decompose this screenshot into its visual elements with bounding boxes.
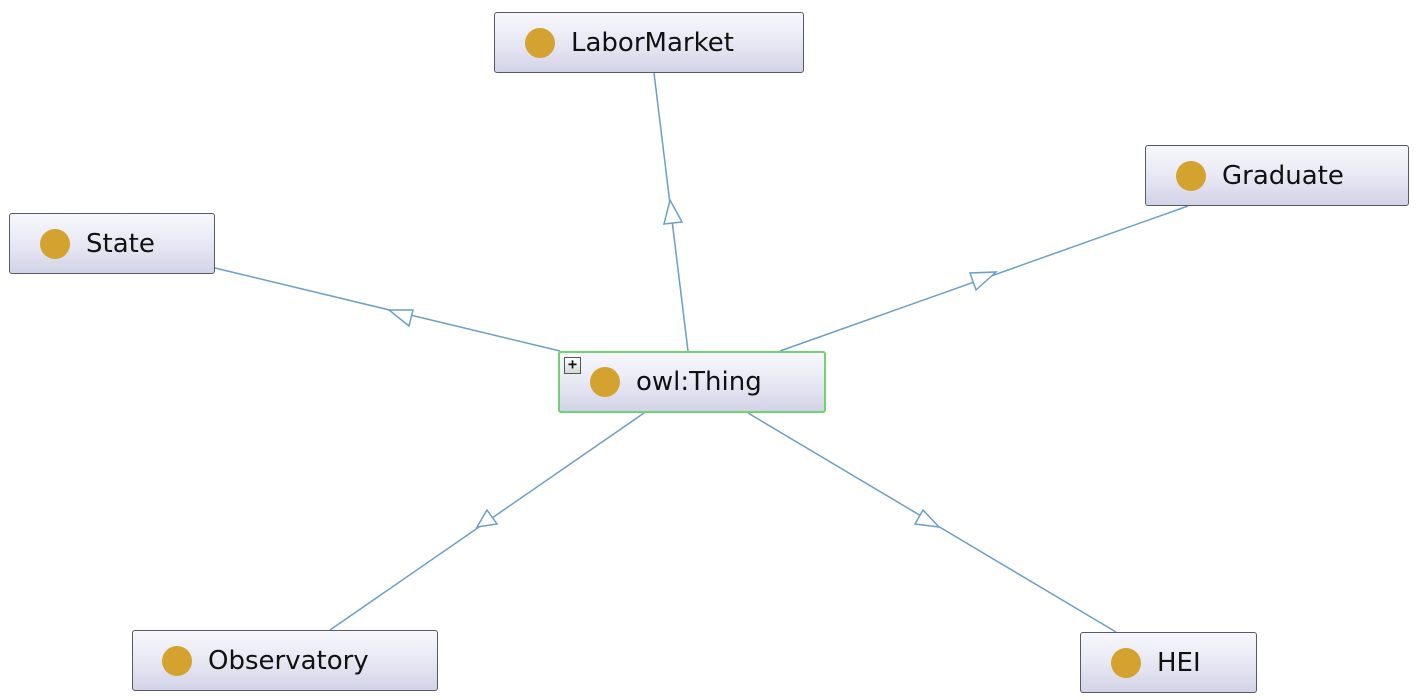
class-node-hei[interactable]: HEI: [1080, 632, 1257, 693]
class-dot-icon: [1176, 160, 1206, 191]
class-label: Graduate: [1222, 160, 1344, 191]
class-node-labormarket[interactable]: LaborMarket: [494, 12, 804, 73]
expand-plus-icon[interactable]: +: [564, 357, 581, 374]
class-dot-icon: [162, 645, 192, 676]
class-dot-icon: [40, 228, 70, 259]
arrowhead-observatory: [475, 508, 499, 528]
arrowhead-state: [386, 309, 414, 328]
class-dot-icon: [1111, 647, 1141, 678]
class-node-observatory[interactable]: Observatory: [132, 630, 438, 691]
class-label: State: [86, 228, 155, 259]
class-label: HEI: [1157, 647, 1201, 678]
arrowhead-labormarket: [663, 197, 684, 225]
class-label: owl:Thing: [636, 367, 762, 397]
class-node-state[interactable]: State: [9, 213, 215, 274]
class-label: Observatory: [208, 645, 369, 676]
class-dot-icon: [590, 367, 620, 397]
arrowhead-hei: [913, 508, 941, 529]
class-dot-icon: [525, 27, 555, 58]
class-node-graduate[interactable]: Graduate: [1145, 145, 1409, 206]
class-label: LaborMarket: [571, 27, 734, 58]
arrowhead-graduate: [968, 271, 999, 292]
class-node-owl-thing[interactable]: + owl:Thing: [558, 351, 826, 413]
